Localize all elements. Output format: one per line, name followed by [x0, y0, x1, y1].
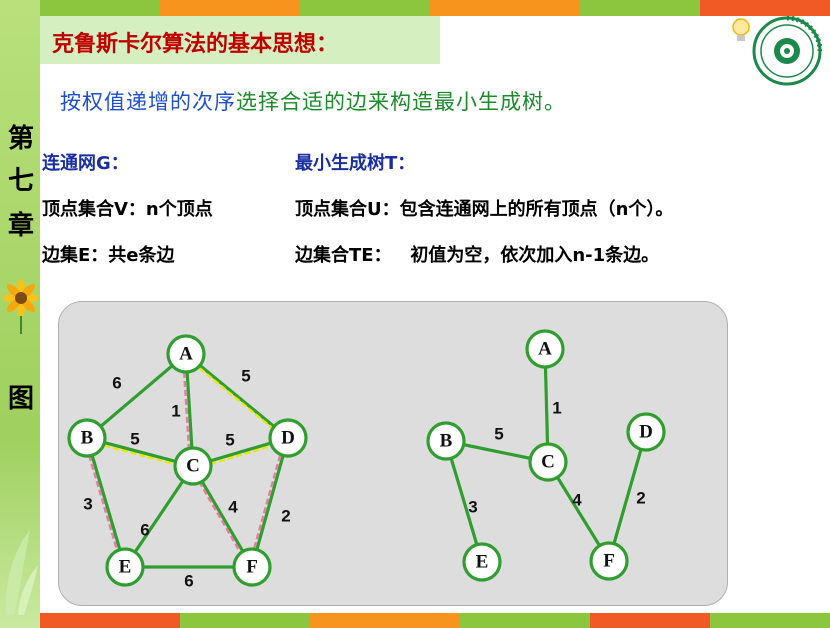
graph-g-weight-c-f: 4: [228, 497, 238, 516]
graph-g-node-label-a: A: [179, 343, 193, 364]
title-background: [40, 16, 440, 64]
graph-g-node-c: [173, 446, 213, 486]
tree-t-weight-b-c: 5: [494, 424, 503, 443]
slide-title: 克鲁斯卡尔算法的基本思想：: [52, 32, 339, 57]
tree-t-weight-a-c: 1: [552, 398, 561, 417]
graph-g-node-b: [67, 418, 107, 458]
graph-g-edge-c-e: [123, 465, 195, 568]
leaf-decoration-icon: [5, 530, 38, 615]
tree-t-weight-d-f: 2: [636, 488, 645, 507]
tree-t-node-label-d: D: [639, 421, 653, 442]
graph-g-node-label-e: E: [119, 556, 132, 577]
graph-g-node-label-f: F: [246, 556, 258, 577]
graph-g-node-d: [268, 418, 308, 458]
right-vertices-text: 顶点集合U：包含连通网上的所有顶点（n个）。: [295, 199, 674, 220]
bottom-decorative-stripe: [40, 613, 830, 628]
graph-g-node-a: [166, 334, 206, 374]
graph-g-weight-a-d: 5: [241, 366, 250, 385]
tree-t-node-label-f: F: [603, 550, 615, 571]
graph-g: 6 1 5 5 5 3 6 4 2 6 A B C D E F: [67, 334, 308, 590]
left-heading: 连通网G：: [42, 153, 129, 174]
graph-g-edge-b-e: [85, 437, 127, 568]
graph-g-highlight-b-e: [82, 437, 124, 568]
chapter-char-2: 七: [7, 166, 34, 196]
tree-t-edge-d-f: [607, 431, 648, 562]
graph-g-weight-e-f: 6: [184, 571, 193, 590]
chapter-char-3: 章: [7, 211, 34, 241]
right-heading: 最小生成树T：: [295, 153, 416, 174]
tree-t-node-b: [426, 421, 466, 461]
graph-g-weight-c-d: 5: [225, 430, 234, 449]
tree-t-node-label-e: E: [476, 551, 489, 572]
tree-t-node-label-c: C: [541, 451, 555, 472]
graph-g-edge-d-f: [250, 437, 290, 568]
chapter-sidebar: 第 七 章 图: [0, 0, 40, 628]
graph-g-weight-b-c: 5: [130, 429, 139, 448]
tree-t-node-a: [525, 329, 565, 369]
subtitle-rest: 选择合适的边来构造最小生成树。: [236, 90, 566, 114]
graph-g-weight-b-e: 3: [83, 494, 92, 513]
subtitle: 按权值递增的次序选择合适的边来构造最小生成树。: [60, 86, 566, 116]
graph-g-weight-d-f: 2: [281, 506, 290, 525]
graph-g-highlight-d-f: [247, 437, 287, 568]
tree-t-node-c: [528, 442, 568, 482]
graph-g-edge-a-d: [184, 352, 290, 440]
graph-g-node-label-b: B: [81, 427, 94, 448]
sunflower-icon: [4, 279, 38, 334]
graph-g-weight-a-b: 6: [112, 373, 121, 392]
graph-g-edge-a-b: [85, 352, 188, 440]
graph-g-weight-a-c: 1: [171, 401, 180, 420]
tree-t-weight-c-f: 4: [572, 490, 582, 509]
tree-t-weight-b-e: 3: [468, 497, 477, 516]
graph-g-weight-c-e: 6: [140, 520, 149, 539]
chapter-char-4: 图: [7, 384, 34, 414]
tree-t-node-label-a: A: [538, 338, 552, 359]
left-vertices-text: 顶点集合V：n个顶点: [42, 199, 213, 220]
right-edges-text: 边集合TE： 初值为空，依次加入n-1条边。: [295, 245, 660, 266]
tree-t-edge-b-e: [444, 440, 484, 563]
tree-t-node-f: [589, 541, 629, 581]
lightbulb-icon: [732, 18, 750, 41]
subtitle-highlight: 按权值递增的次序: [60, 90, 236, 114]
chapter-char-1: 第: [7, 124, 34, 154]
tree-t-node-label-b: B: [440, 430, 453, 451]
graph-g-highlight-a-d: [185, 356, 289, 442]
graph-g-node-e: [105, 547, 145, 587]
university-logo-icon: [752, 16, 822, 86]
left-edges-text: 边集E：共e条边: [42, 245, 175, 266]
graph-g-node-label-d: D: [281, 427, 295, 448]
graph-g-node-f: [232, 547, 272, 587]
graph-g-node-label-c: C: [186, 455, 200, 476]
tree-t-node-e: [462, 542, 502, 582]
tree-t-node-d: [626, 412, 666, 452]
tree-t: 1 5 3 4 2 A B C D E F: [426, 329, 666, 582]
top-decorative-stripe: [40, 0, 830, 16]
